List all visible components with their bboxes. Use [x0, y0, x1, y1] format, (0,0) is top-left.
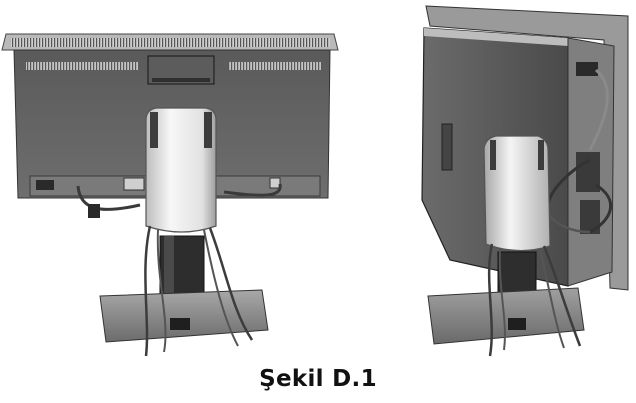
figure-caption: Şekil D.1 — [259, 366, 377, 392]
monitor-rear-view-illustration — [1, 33, 339, 357]
stand-cable-cover-angled — [483, 135, 551, 252]
stand-cable-cover — [145, 107, 217, 233]
top-vent — [10, 38, 330, 47]
monitor-angled-rear-view-illustration — [421, 5, 629, 357]
stand-base-angled — [427, 287, 585, 345]
monitor-back-frame — [425, 5, 629, 291]
stand-base — [99, 289, 269, 343]
